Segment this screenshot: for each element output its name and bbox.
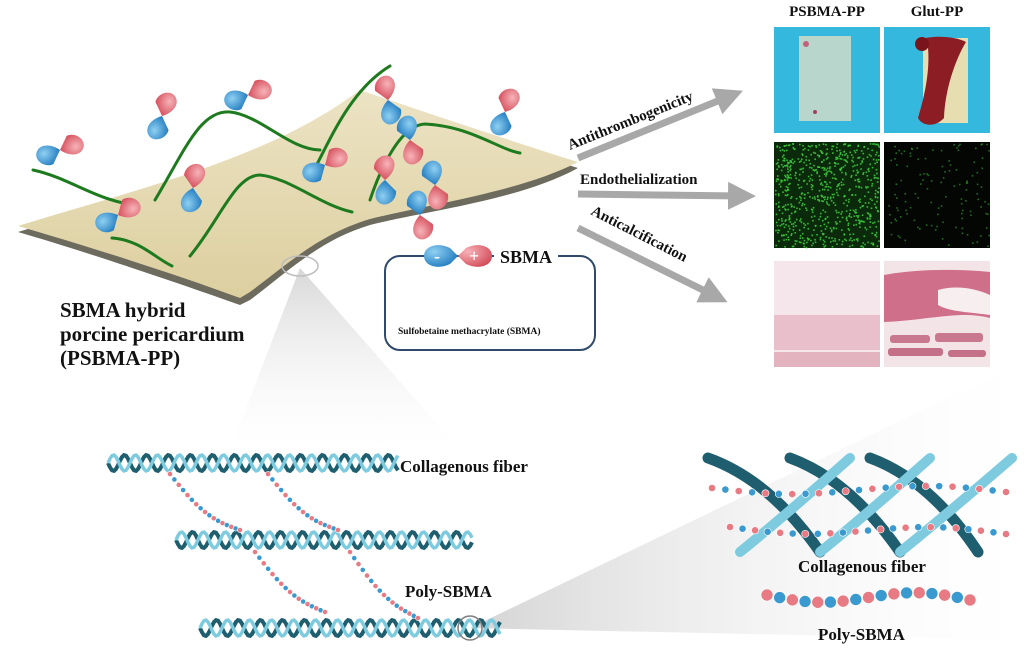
collagen-fiber [174,529,474,551]
photo-grid [774,27,991,367]
cation-drop [428,185,449,210]
main-label-line-2: porcine pericardium [60,322,245,346]
cation-drop [155,92,177,116]
cation-drop [374,75,395,100]
poly-sbma-chain [265,471,341,533]
anion-drop [406,190,427,215]
poly-sbma-chain [252,549,328,615]
anion-drop [36,145,60,166]
arrow-endothelialization [577,181,756,210]
anion-drop [421,160,442,185]
cation-drop [184,163,206,188]
pericardium-sheet [18,90,578,305]
cation-drop [60,134,84,155]
zwitterion-pair [374,75,402,125]
poly-sbma-chain [726,523,1010,538]
zwitterion-pair [95,197,141,233]
poly-sbma-chain [708,482,1010,498]
negative-symbol: - [434,246,440,266]
zwitterion-pair [147,92,177,140]
arrow-antithrombogenicity [576,88,743,162]
poly-sbma-chains-left [167,471,421,621]
label-poly-sbma-right: Poly-SBMA [818,625,906,644]
poly-sbma-chain [347,549,421,621]
zwitterion-pair [224,79,272,111]
zwitterion-pair [373,155,397,205]
anion-drop [95,212,118,233]
sbma-legend-title: SBMA [494,247,559,268]
anion-drop [147,116,169,140]
sample-psbma [799,36,851,121]
zoom-cone-left [230,268,460,450]
cation-drop [325,147,348,168]
zoom-origin-circle-fiber [457,615,483,641]
zwitterion-pair [36,134,84,166]
label-poly-sbma-left: Poly-SBMA [405,582,493,601]
anion-drop [381,100,402,125]
helix-strand [895,453,1017,557]
cation-drop [498,88,520,112]
main-label: SBMA hybrid porcine pericardium (PSBMA-P… [60,298,245,370]
zwitterion-pair [396,115,424,165]
anion-drop [490,112,512,136]
helix-strand [735,453,855,557]
cation-drop [373,155,395,180]
zwitterion-pair [406,190,434,240]
photo-glut-fluorescence [884,142,990,248]
zwitterion-pair [302,147,348,183]
zwitterion-pair [490,88,520,136]
zoom-cone-right [470,360,1027,640]
zwitterion-pair [180,163,206,213]
label-collagenous-fiber-right: Collagenous fiber [798,557,926,576]
cation-drop [118,197,141,218]
anion-drop [375,180,397,205]
anion-drop [396,115,417,140]
zwitterion-legend-icon: - + [424,245,492,267]
cation-drop [403,140,424,165]
sbma-legend-caption: Sulfobetaine methacrylate (SBMA) [398,327,541,337]
poly-sbma-chain [760,586,977,609]
zwitterion-groups [36,75,520,240]
collagen-fiber [198,617,502,639]
anion-drop [224,90,248,111]
poly-sbma-chain [167,471,243,533]
poly-sbma-chain-magnified [708,482,1010,609]
helix-strand [815,453,935,557]
cation-drop [413,215,434,240]
cation-drop [248,79,272,100]
photo-header-glut-pp: Glut-PP [910,4,964,20]
photo-psbma-fluorescence [774,142,880,248]
arrows [576,88,756,303]
zoom-origin-circle [281,255,319,277]
sbma-legend-box [384,255,596,351]
photo-psbma-histology [774,261,880,367]
zwitterion-pair [421,160,449,210]
photo-header-psbma-pp: PSBMA-PP [789,4,865,20]
arrow-anticalcification [576,224,728,303]
arrow-label-endothelialization: Endothelialization [580,172,698,188]
positive-symbol: + [469,246,479,266]
main-label-line-1: SBMA hybrid [60,298,186,322]
anion-drop [302,162,325,183]
label-collagenous-fiber-left: Collagenous fiber [400,457,528,476]
collagen-fibers-left [106,452,502,639]
helix-strand [864,452,984,558]
main-label-line-3: (PSBMA-PP) [60,346,181,370]
anion-drop [180,188,202,213]
collagen-fiber [106,452,400,474]
